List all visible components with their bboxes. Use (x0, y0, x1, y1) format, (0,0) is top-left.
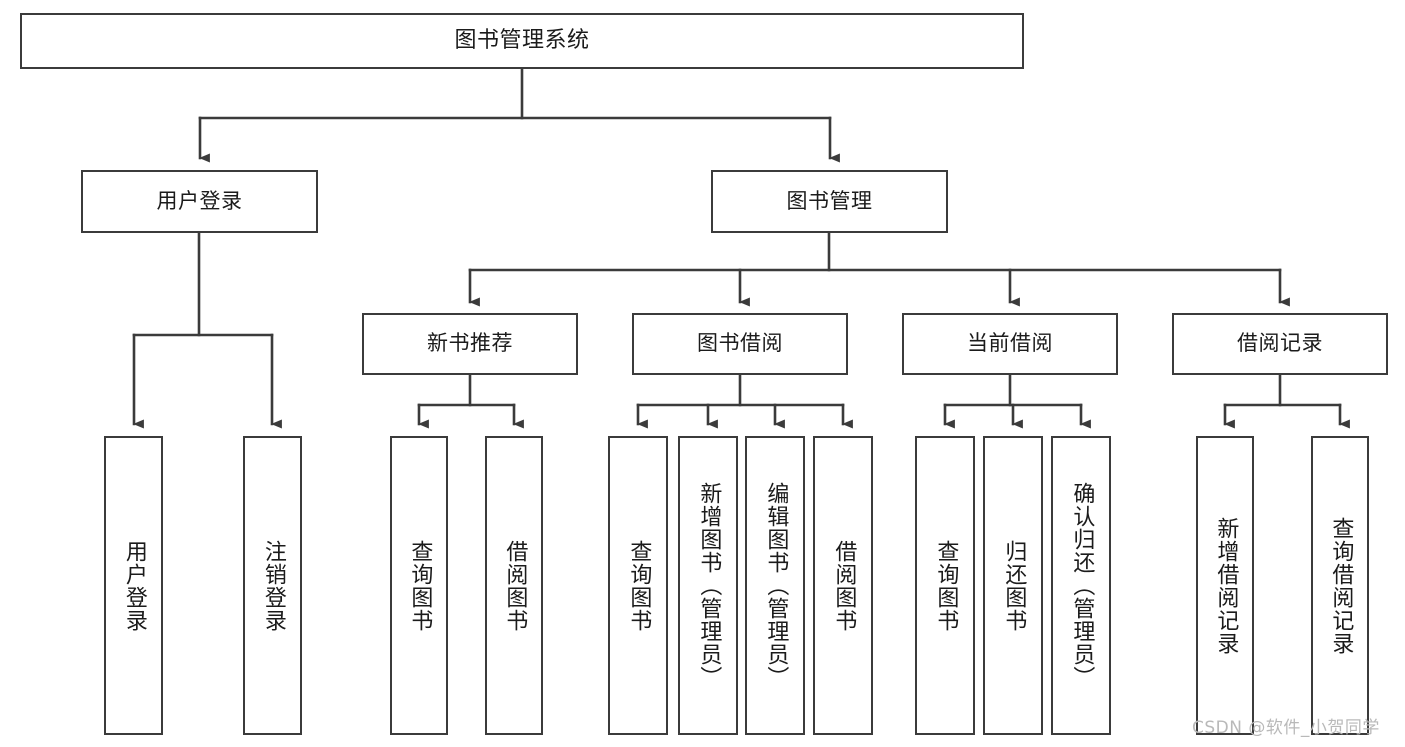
leaf-query-book-newbook[interactable]: 查询图书 (390, 436, 448, 735)
node-new-book-recommend[interactable]: 新书推荐 (362, 313, 578, 375)
node-borrow-record[interactable]: 借阅记录 (1172, 313, 1388, 375)
leaf-return-book[interactable]: 归还图书 (983, 436, 1043, 735)
leaf-user-login[interactable]: 用户登录 (104, 436, 163, 735)
node-book-management[interactable]: 图书管理 (711, 170, 948, 233)
leaf-query-book-current[interactable]: 查询图书 (915, 436, 975, 735)
node-user-login[interactable]: 用户登录 (81, 170, 318, 233)
leaf-query-borrow-record[interactable]: 查询借阅记录 (1311, 436, 1369, 735)
leaf-borrow-book-newbook[interactable]: 借阅图书 (485, 436, 543, 735)
leaf-confirm-return-admin[interactable]: 确认归还（管理员） (1051, 436, 1111, 735)
leaf-add-book-admin[interactable]: 新增图书（管理员） (678, 436, 738, 735)
leaf-add-borrow-record[interactable]: 新增借阅记录 (1196, 436, 1254, 735)
leaf-edit-book-admin[interactable]: 编辑图书（管理员） (745, 436, 805, 735)
watermark-text: CSDN @软件_小贺同学 (1192, 718, 1380, 738)
leaf-logout[interactable]: 注销登录 (243, 436, 302, 735)
node-root[interactable]: 图书管理系统 (20, 13, 1024, 69)
node-book-borrow[interactable]: 图书借阅 (632, 313, 848, 375)
leaf-query-book-borrow[interactable]: 查询图书 (608, 436, 668, 735)
leaf-borrow-book[interactable]: 借阅图书 (813, 436, 873, 735)
node-current-borrow[interactable]: 当前借阅 (902, 313, 1118, 375)
